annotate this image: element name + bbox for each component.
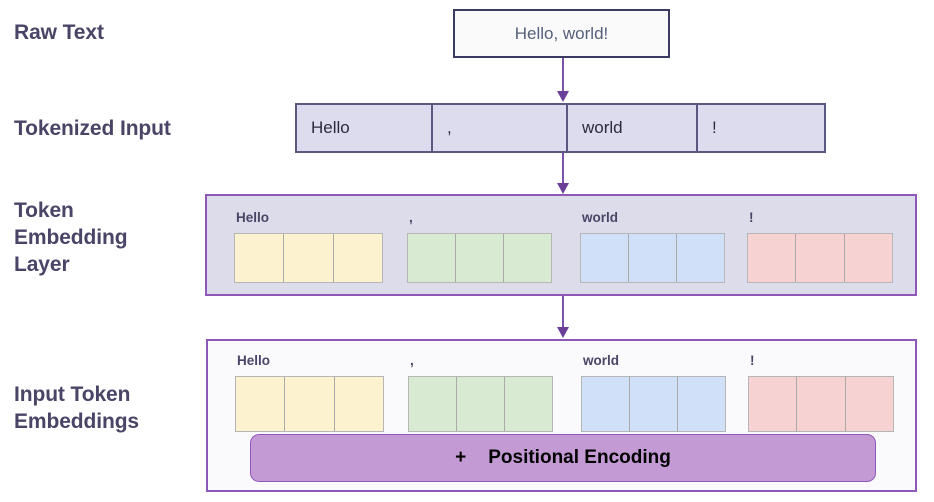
- embedding-cell: [457, 377, 505, 431]
- embedding-vector-cells: [581, 376, 726, 432]
- arrow-head: [557, 183, 569, 194]
- token-cell: world: [568, 105, 698, 151]
- embedding-cell: [797, 377, 846, 431]
- token-text: Hello: [311, 118, 350, 137]
- embedding-cell: [504, 234, 551, 282]
- embedding-vector-cells: [235, 376, 384, 432]
- positional-encoding-bar: + Positional Encoding: [250, 434, 876, 482]
- arrow-head: [557, 91, 569, 102]
- embedding-cell: [334, 377, 383, 431]
- embedding-cell: [749, 377, 798, 431]
- embedding-vector-cells: [407, 233, 552, 283]
- embedding-token-label: Hello: [237, 353, 271, 368]
- token-embedding-layer-panel: Hello , world !: [205, 194, 917, 296]
- token-text: !: [712, 118, 717, 137]
- positional-encoding-label: Positional Encoding: [488, 447, 671, 468]
- token-text: ,: [447, 118, 452, 137]
- embedding-cell: [678, 377, 725, 431]
- embedding-token-label: Hello: [236, 210, 270, 225]
- raw-text-value: Hello, world!: [514, 23, 609, 43]
- embedding-token-label: ,: [409, 210, 413, 225]
- embedding-token-label: !: [749, 210, 754, 225]
- token-cell: Hello: [297, 105, 433, 151]
- embedding-cell: [844, 234, 892, 282]
- embedding-cell: [236, 377, 286, 431]
- embedding-cell: [677, 234, 724, 282]
- embedding-token-label: ,: [410, 353, 414, 368]
- raw-text-box: Hello, world!: [453, 9, 670, 58]
- arrow-shaft: [562, 58, 564, 92]
- row-label-tokenized-input: Tokenized Input: [14, 117, 171, 140]
- embedding-cell: [748, 234, 797, 282]
- embedding-vector-cells: [747, 233, 893, 283]
- token-cell: ,: [433, 105, 568, 151]
- embedding-cell: [409, 377, 457, 431]
- embedding-cell: [581, 234, 629, 282]
- embedding-cell: [408, 234, 456, 282]
- embedding-cell: [284, 234, 334, 282]
- embedding-cell: [505, 377, 552, 431]
- embedding-cell: [630, 377, 678, 431]
- token-cell: !: [698, 105, 824, 151]
- token-text: world: [582, 118, 623, 137]
- embedding-cell: [333, 234, 382, 282]
- embedding-token-label: !: [750, 353, 755, 368]
- arrow-down-tokenized-to-embedding: [556, 153, 570, 195]
- arrow-shaft: [562, 296, 564, 328]
- embedding-cell: [285, 377, 335, 431]
- embedding-vector-cells: [234, 233, 383, 283]
- arrow-down-raw-to-tokenized: [556, 58, 570, 103]
- embedding-vector-cells: [408, 376, 553, 432]
- embedding-cell: [629, 234, 677, 282]
- row-label-token-embedding-layer: Token Embedding Layer: [14, 199, 128, 276]
- embedding-cell: [796, 234, 845, 282]
- arrow-head: [557, 327, 569, 338]
- input-token-embeddings-panel: Hello , world ! + Positional Encoding: [206, 339, 917, 492]
- embedding-cell: [845, 377, 893, 431]
- embedding-token-label: world: [583, 353, 619, 368]
- tokenized-input-row: Hello , world !: [295, 103, 826, 153]
- row-label-raw-text: Raw Text: [14, 21, 104, 44]
- arrow-shaft: [562, 153, 564, 184]
- embedding-cell: [456, 234, 504, 282]
- embedding-token-label: world: [582, 210, 618, 225]
- embedding-cell: [582, 377, 630, 431]
- embedding-cell: [235, 234, 285, 282]
- embedding-vector-cells: [580, 233, 725, 283]
- embedding-vector-cells: [748, 376, 894, 432]
- plus-icon: +: [455, 447, 467, 468]
- row-label-input-token-embeddings: Input Token Embeddings: [14, 383, 140, 433]
- arrow-down-embedding-to-input: [556, 296, 570, 339]
